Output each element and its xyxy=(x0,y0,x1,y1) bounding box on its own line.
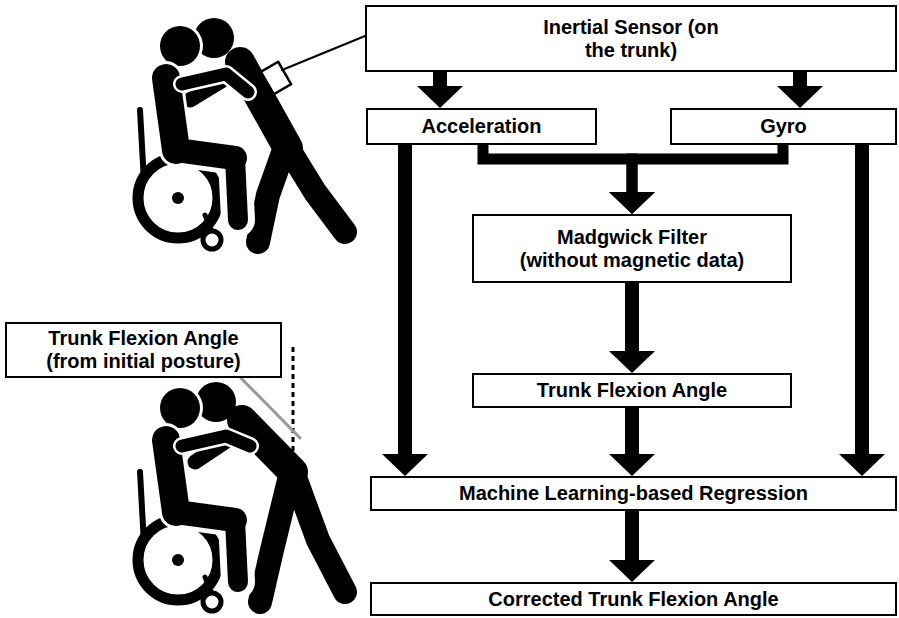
arrow-head xyxy=(609,351,655,373)
arrow-head xyxy=(382,454,428,476)
box-text: Acceleration xyxy=(421,115,541,138)
box-text: Inertial Sensor (on the trunk) xyxy=(531,16,731,62)
process-box: Inertial Sensor (on the trunk) xyxy=(365,5,897,72)
block-arrow xyxy=(839,145,885,476)
block-arrow xyxy=(609,283,655,373)
box-text: Trunk Flexion Angle xyxy=(537,379,727,402)
arrow-shaft xyxy=(625,408,639,455)
process-box: Madgwick Filter (without magnetic data) xyxy=(472,214,792,283)
block-arrow xyxy=(609,408,655,476)
process-box: Machine Learning-based Regression xyxy=(370,476,897,511)
arrow-head xyxy=(609,454,655,476)
box-text: Machine Learning-based Regression xyxy=(459,482,808,505)
arrow-shaft xyxy=(483,145,632,193)
label-box: Trunk Flexion Angle (from initial postur… xyxy=(5,322,282,378)
arrow-head xyxy=(609,192,655,214)
arrow-shaft xyxy=(625,511,639,561)
arrow-shaft xyxy=(632,145,783,193)
arrow-head xyxy=(609,192,655,214)
block-arrow xyxy=(609,145,783,214)
arrow-head xyxy=(417,86,463,108)
wheelchair-figure-bottom xyxy=(138,347,345,611)
box-text: Gyro xyxy=(760,115,807,138)
block-arrow xyxy=(417,72,463,108)
arrow-shaft xyxy=(433,72,447,87)
arrow-shaft xyxy=(625,283,639,352)
process-box: Corrected Trunk Flexion Angle xyxy=(370,582,897,616)
box-text: Corrected Trunk Flexion Angle xyxy=(488,588,778,611)
arrow-shaft xyxy=(398,145,412,455)
arrow-head xyxy=(777,86,823,108)
block-arrow xyxy=(609,511,655,582)
arrow-shaft xyxy=(793,72,807,87)
block-arrow xyxy=(382,145,428,476)
block-arrow xyxy=(777,72,823,108)
arrow-head xyxy=(609,560,655,582)
wheelchair-figure-top xyxy=(138,18,365,249)
box-text: Trunk Flexion Angle (from initial postur… xyxy=(34,327,254,373)
process-box: Acceleration xyxy=(366,108,597,145)
process-box: Gyro xyxy=(670,108,897,145)
process-box: Trunk Flexion Angle xyxy=(472,373,792,408)
arrow-shaft xyxy=(855,145,869,455)
arrow-head xyxy=(839,454,885,476)
box-text: Madgwick Filter (without magnetic data) xyxy=(517,226,747,272)
